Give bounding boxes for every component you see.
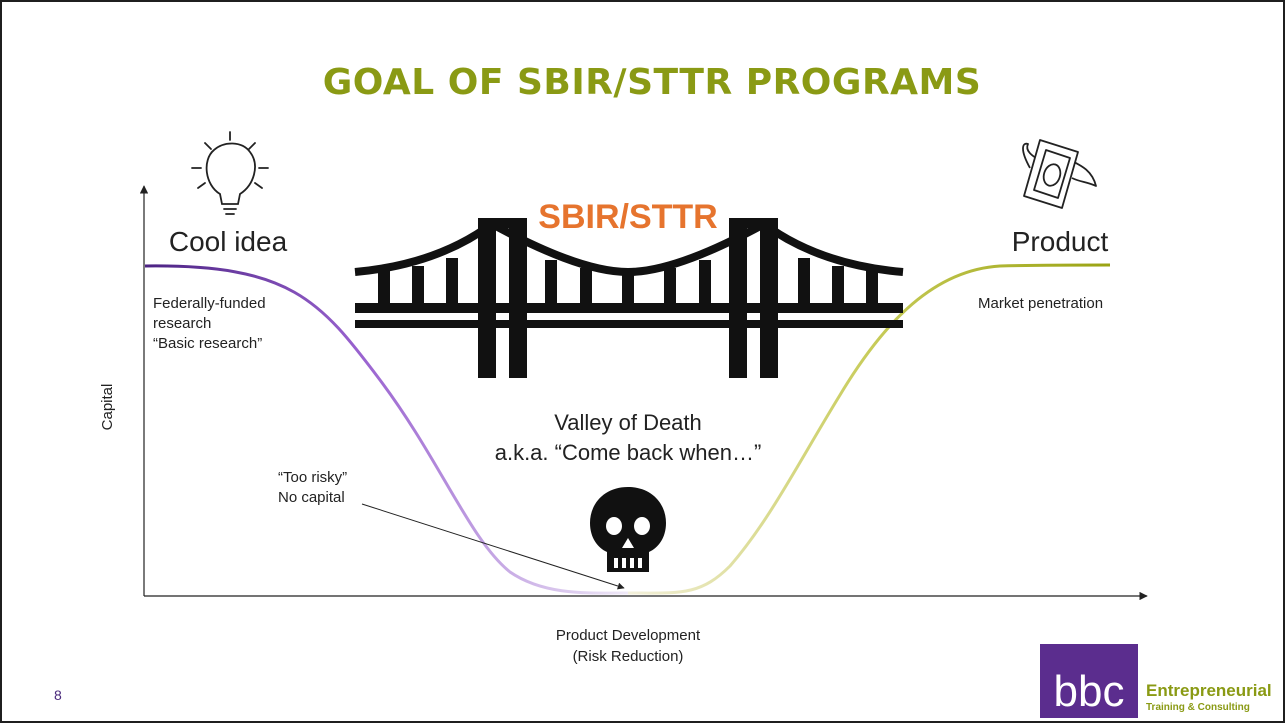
x-axis-label-line2: (Risk Reduction) — [573, 648, 684, 665]
skull-icon — [590, 487, 666, 572]
funding-curve-right — [627, 263, 1111, 595]
lightbulb-icon — [191, 131, 269, 215]
page-number: 8 — [54, 687, 62, 703]
logo-line1: Entrepreneurial — [1146, 681, 1272, 700]
left-note-line3: “Basic research” — [153, 335, 262, 352]
sbir-sttr-label: SBIR/STTR — [538, 198, 717, 236]
slide-title: GOAL OF SBIR/STTR PROGRAMS — [323, 62, 982, 103]
market-penetration-note: Market penetration — [978, 295, 1103, 312]
bbc-logo: bbc Entrepreneurial Training & Consultin… — [1040, 644, 1272, 718]
y-axis-label: Capital — [99, 384, 116, 431]
logo-line2: Training & Consulting — [1146, 702, 1250, 713]
left-note-line2: research — [153, 315, 211, 332]
flying-money-icon — [1022, 139, 1097, 209]
risk-note-line1: “Too risky” — [278, 469, 347, 486]
cool-idea-label: Cool idea — [169, 226, 288, 257]
left-note-line1: Federally-funded — [153, 295, 266, 312]
logo-mark-text: bbc — [1054, 667, 1125, 716]
x-axis-label-line1: Product Development — [556, 627, 701, 644]
valley-line1: Valley of Death — [554, 410, 702, 435]
funding-curve-left — [144, 264, 629, 595]
risk-note-line2: No capital — [278, 489, 345, 506]
risk-arrow — [361, 503, 625, 590]
bridge-icon — [354, 218, 904, 378]
product-label: Product — [1012, 226, 1109, 257]
logo-mark-background — [1040, 644, 1138, 718]
valley-line2: a.k.a. “Come back when…” — [495, 440, 762, 465]
